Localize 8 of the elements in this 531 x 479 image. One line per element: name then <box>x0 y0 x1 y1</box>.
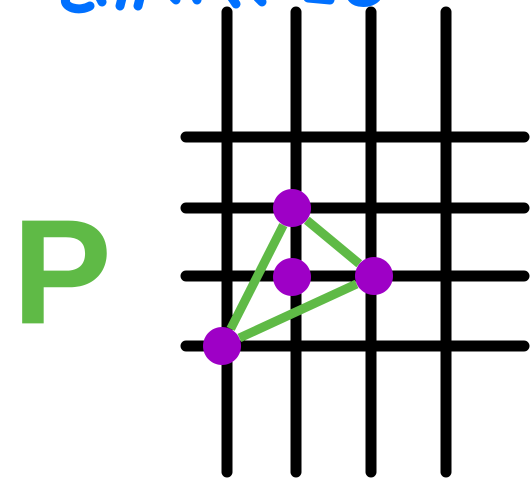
dot <box>203 327 241 365</box>
line <box>238 280 358 342</box>
dot <box>273 258 311 296</box>
handwritten-letter: P <box>22 220 107 324</box>
dot <box>355 257 393 295</box>
line <box>304 216 362 268</box>
dot <box>273 189 311 227</box>
line <box>226 223 288 331</box>
